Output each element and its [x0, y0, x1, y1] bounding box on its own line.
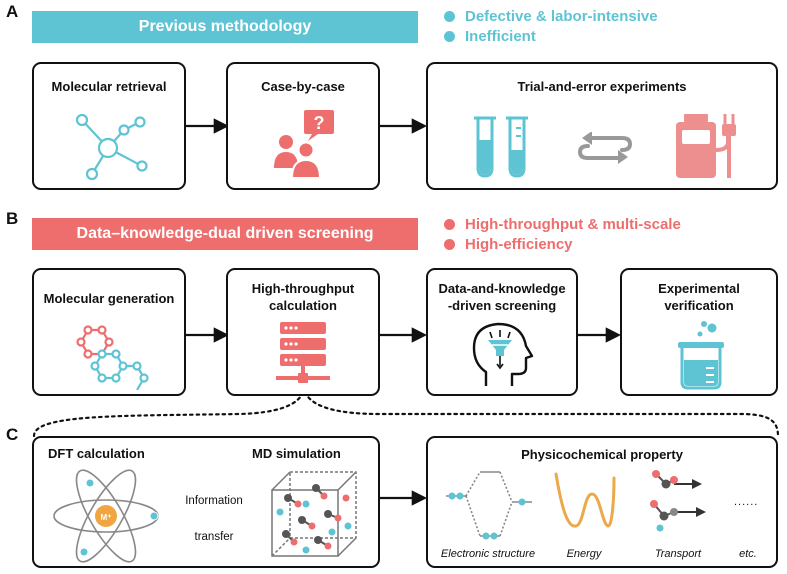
bullet-b2: High-efficiency	[444, 236, 573, 253]
box-title: Trial-and-error experiments	[517, 79, 687, 94]
info-transfer-line-2: transfer	[194, 531, 234, 543]
energy-levels-icon	[446, 471, 532, 540]
box-title-line-2: verification	[664, 298, 734, 313]
molecule-network-icon	[75, 113, 148, 181]
box-title-line-2: -driven screening	[447, 298, 557, 313]
bullet-b2-text: High-efficiency	[465, 236, 573, 253]
info-transfer-label: Information transfer	[168, 494, 260, 544]
box-title: Molecular generation	[43, 291, 175, 306]
bullet-a2-text: Inefficient	[465, 28, 536, 45]
bullet-b1-text: High-throughput & multi-scale	[465, 216, 681, 233]
test-tubes-icon	[474, 116, 528, 178]
question-people-icon: ?	[274, 110, 334, 179]
bullet-dot	[444, 219, 455, 230]
caption-electronic-structure: Electronic structure	[440, 548, 536, 560]
bullet-dot	[444, 239, 455, 250]
box-molecular-retrieval: Molecular retrieval	[32, 62, 186, 190]
energy-curve-icon	[554, 472, 616, 528]
caption-transport: Transport	[654, 548, 702, 560]
box-title: Data-and-knowledge -driven screening	[428, 280, 576, 314]
box-title: Molecular retrieval	[51, 79, 167, 94]
hexagon-molecule-icon	[76, 325, 149, 390]
box-physicochemical-property: Physicochemical property	[426, 436, 778, 568]
server-icon	[276, 322, 330, 383]
bullet-a2: Inefficient	[444, 28, 536, 45]
banner-data-knowledge-screening: Data–knowledge-dual driven screening	[32, 218, 418, 250]
box-title-line-2: calculation	[269, 298, 337, 313]
box-title: Case-by-case	[261, 79, 345, 94]
beaker-icon	[678, 321, 724, 390]
nucleus-label: M⁺	[101, 513, 112, 522]
box-case-by-case: Case-by-case ?	[226, 62, 380, 190]
bullet-a1-text: Defective & labor-intensive	[465, 8, 658, 25]
box-trial-and-error: Trial-and-error experiments	[426, 62, 778, 190]
dft-title: DFT calculation	[48, 446, 145, 461]
box-high-throughput-calculation: High-throughput calculation	[226, 268, 380, 396]
panel-letter-c: C	[6, 425, 19, 444]
caption-etc: etc.	[739, 548, 757, 560]
transport-icon	[650, 470, 706, 532]
banner-previous-methodology: Previous methodology	[32, 11, 418, 43]
bullet-dot	[444, 11, 455, 22]
info-transfer-line-1: Information	[185, 495, 243, 507]
md-cube-icon	[271, 471, 357, 557]
panel-letter-b: B	[6, 209, 19, 228]
cycle-arrows-icon	[577, 132, 633, 164]
box-molecular-generation: Molecular generation	[32, 268, 186, 396]
bullet-dot	[444, 31, 455, 42]
box-data-knowledge-screening: Data-and-knowledge -driven screening	[426, 268, 578, 396]
box-title: High-throughput calculation	[228, 280, 378, 314]
head-funnel-icon	[472, 322, 534, 386]
atom-icon: M⁺	[53, 469, 159, 563]
box-title-line-1: High-throughput	[251, 281, 355, 296]
bullet-b1: High-throughput & multi-scale	[444, 216, 681, 233]
battery-plug-icon	[676, 114, 736, 178]
panel-letter-a: A	[6, 2, 19, 21]
box-title-line-1: Data-and-knowledge	[438, 281, 566, 296]
box-title: Experimental verification	[622, 280, 776, 314]
box-dft-md: DFT calculation MD simulation M⁺ Informa…	[32, 436, 380, 568]
property-title: Physicochemical property	[521, 447, 683, 462]
caption-energy: Energy	[566, 548, 602, 560]
bullet-a1: Defective & labor-intensive	[444, 8, 658, 25]
box-title-line-1: Experimental	[658, 281, 740, 296]
dotted-bracket	[32, 390, 305, 438]
md-title: MD simulation	[252, 446, 341, 461]
svg-text:?: ?	[314, 113, 325, 133]
box-experimental-verification: Experimental verification	[620, 268, 778, 396]
property-ellipsis: ......	[734, 496, 759, 508]
